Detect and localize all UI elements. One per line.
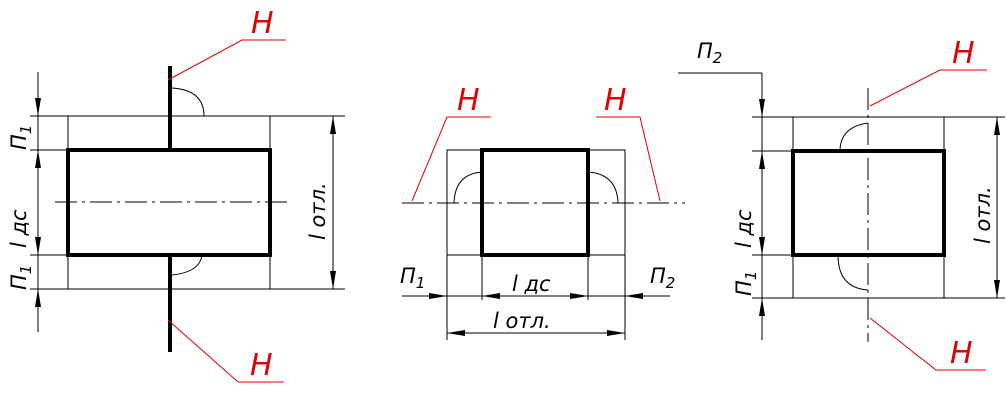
arrow (759, 99, 765, 117)
label-p1-bottom: П1 (7, 265, 35, 290)
marker-leader-left (411, 116, 491, 202)
marker-h-bottom: H (950, 336, 973, 371)
marker-leader-bottom (869, 317, 986, 371)
figure-middle: П1 l дс П2 l отл. H H (400, 83, 685, 340)
label-l-ds: l дс (732, 209, 756, 248)
marker-h-bottom: H (250, 348, 273, 383)
fillet-bottom (171, 254, 203, 276)
marker-leader-top (167, 39, 286, 81)
marker-h-top: H (952, 36, 975, 71)
label-l-otl: l отл. (971, 186, 995, 244)
arrow (570, 293, 588, 299)
arrow (35, 289, 41, 307)
marker-leader-top (869, 69, 987, 107)
arrow (607, 330, 625, 336)
arrow (994, 280, 1000, 298)
arrow (330, 116, 336, 134)
marker-h-right: H (604, 83, 627, 118)
marker-h-top: H (251, 6, 274, 41)
arrow (994, 117, 1000, 135)
fillet-right (587, 171, 619, 204)
label-l-otl: l отл. (493, 309, 551, 333)
label-l-ds: l дс (7, 209, 31, 248)
arrow (482, 293, 500, 299)
figure-left: П1 l дс П1 l отл. H H (7, 6, 345, 383)
fillet-left (453, 171, 483, 204)
label-l-ds: l дс (512, 272, 551, 296)
label-p1-top: П1 (7, 125, 35, 150)
fillet-top (839, 122, 869, 152)
marker-h-left: H (457, 83, 480, 118)
arrow (759, 298, 765, 316)
arrow (35, 98, 41, 116)
label-p1: П1 (732, 271, 760, 296)
arrow (35, 150, 41, 168)
arrow (429, 293, 447, 299)
arrow (330, 271, 336, 289)
arrow (447, 330, 465, 336)
label-p2: П2 (650, 264, 675, 292)
marker-leader-bottom (167, 319, 284, 383)
fillet-bottom (837, 254, 869, 291)
arrow (759, 151, 765, 169)
arrow (35, 237, 41, 255)
marker-leader-right (596, 116, 661, 202)
label-p1: П1 (400, 264, 425, 292)
figure-right: П2 l дс П1 l отл. H H (678, 36, 1005, 371)
arrow (625, 293, 643, 299)
fillet-top (171, 87, 205, 117)
arrow (759, 237, 765, 255)
label-l-otl: l отл. (306, 182, 330, 240)
label-p2: П2 (697, 39, 722, 67)
